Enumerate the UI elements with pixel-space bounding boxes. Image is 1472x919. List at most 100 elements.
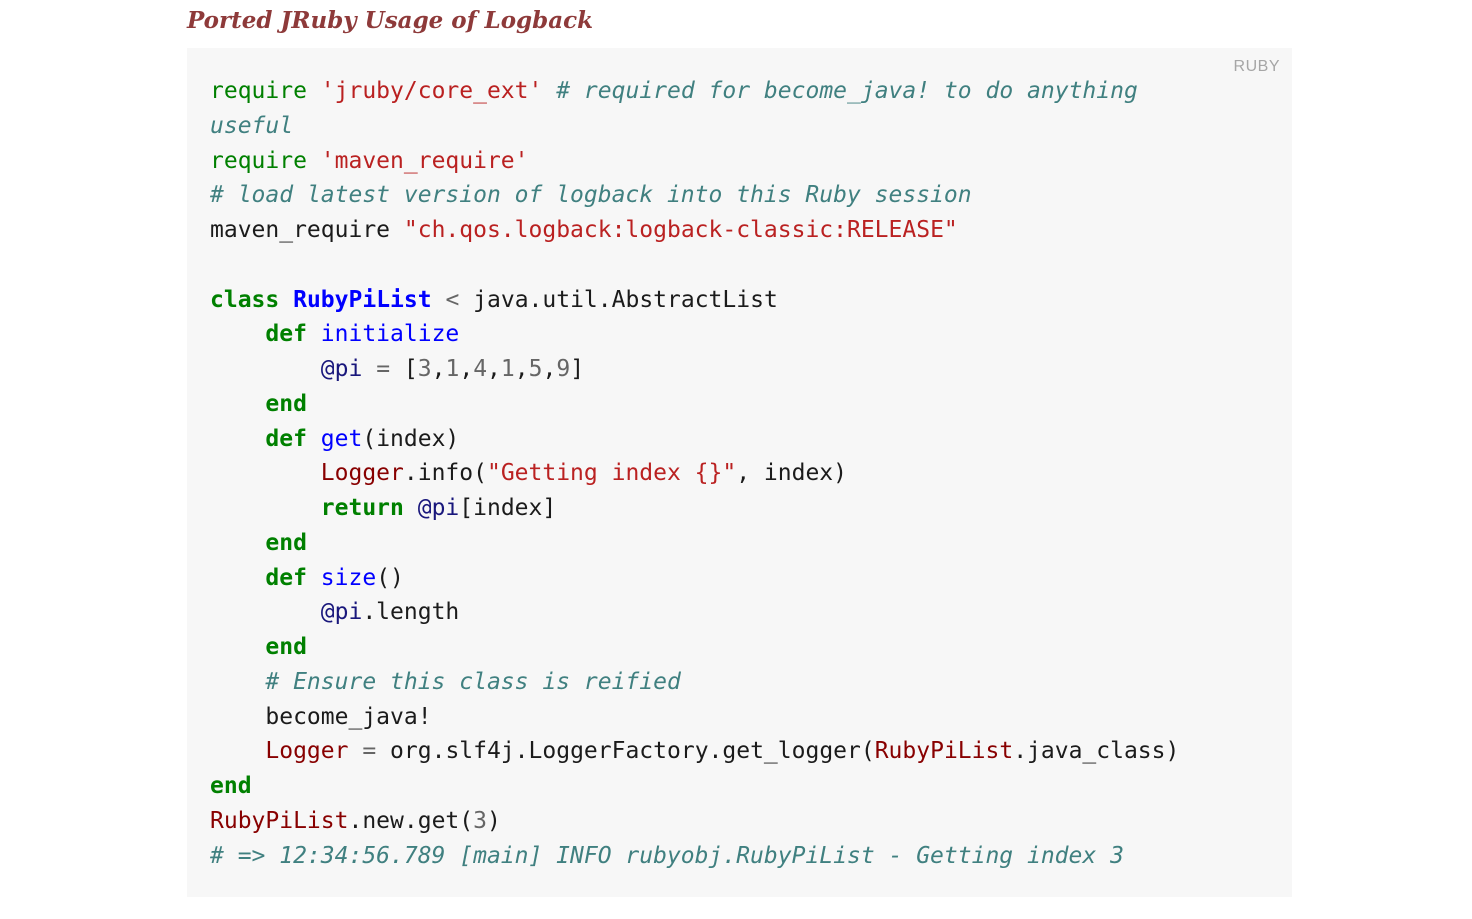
code-token	[542, 78, 556, 104]
code-token	[307, 78, 321, 104]
code-line: maven_require "ch.qos.logback:logback-cl…	[210, 213, 1269, 248]
code-token: ]	[570, 356, 585, 382]
code-line: require 'jruby/core_ext' # required for …	[210, 74, 1269, 109]
code-token: end	[265, 529, 307, 556]
code-token: .java_class)	[1013, 738, 1180, 765]
code-token	[210, 669, 265, 695]
code-token: @pi	[320, 599, 363, 626]
code-token: def	[265, 425, 307, 452]
code-line: # => 12:34:56.789 [main] INFO rubyobj.Ru…	[210, 839, 1269, 874]
code-language-label: RUBY	[1233, 58, 1280, 75]
code-token: =	[376, 356, 391, 382]
code-line: def initialize	[210, 317, 1269, 352]
code-token: org.slf4j.LoggerFactory.get_logger(	[376, 738, 875, 765]
code-token	[404, 495, 418, 521]
code-token: RubyPiList	[210, 807, 349, 834]
code-token: Logger	[320, 460, 404, 487]
code-token: require	[210, 147, 307, 174]
code-token: 3	[417, 356, 432, 382]
code-line: def size()	[210, 561, 1269, 596]
code-token: 3	[473, 807, 487, 834]
code-token: end	[265, 634, 307, 660]
code-token	[432, 287, 446, 313]
code-token: ,	[487, 356, 501, 382]
code-token: @pi	[417, 495, 460, 521]
code-token: useful	[210, 112, 294, 139]
code-token	[279, 287, 293, 313]
code-token	[362, 356, 376, 382]
code-token: , index)	[736, 460, 847, 487]
code-token: get	[320, 425, 363, 452]
code-token: end	[265, 390, 307, 417]
code-token: java.util.AbstractList	[459, 286, 778, 313]
code-token: class	[210, 286, 280, 313]
code-lines: require 'jruby/core_ext' # required for …	[210, 74, 1269, 873]
code-line: class RubyPiList < java.util.AbstractLis…	[210, 283, 1269, 318]
code-line: become_java!	[210, 700, 1269, 735]
code-token: maven_require	[210, 217, 404, 243]
code-token: ()	[376, 564, 404, 591]
code-token	[307, 321, 321, 347]
code-token: <	[445, 286, 460, 313]
code-token: [index]	[459, 495, 557, 521]
code-token	[307, 426, 321, 452]
code-token: size	[320, 564, 377, 591]
code-token	[210, 599, 321, 625]
code-token: 9	[556, 356, 571, 382]
code-line: @pi.length	[210, 595, 1269, 630]
code-line: end	[210, 769, 1269, 804]
code-token: .info(	[403, 460, 487, 487]
code-line: @pi = [3,1,4,1,5,9]	[210, 352, 1269, 387]
code-token: require	[210, 78, 307, 104]
code-token: ,	[459, 356, 474, 382]
code-token: RubyPiList	[874, 738, 1014, 765]
code-token	[210, 530, 265, 556]
code-line	[210, 248, 1269, 283]
code-token: def	[265, 321, 307, 348]
code-token: 'maven_require'	[320, 147, 529, 174]
code-token: 1	[500, 356, 515, 382]
code-line: require 'maven_require'	[210, 144, 1269, 179]
code-token	[210, 391, 265, 417]
code-token: end	[210, 773, 252, 799]
code-token: "Getting index {}"	[486, 460, 737, 487]
code-token: [	[390, 356, 418, 382]
code-token: (index)	[362, 425, 460, 452]
code-token: "ch.qos.logback:logback-classic:RELEASE"	[403, 217, 958, 243]
code-line: RubyPiList.new.get(3)	[210, 804, 1269, 839]
page-title: Ported JRuby Usage of Logback	[187, 7, 594, 34]
code-token	[210, 460, 321, 486]
code-token: ,	[542, 356, 557, 382]
code-token: return	[320, 495, 404, 521]
code-token: 4	[473, 356, 488, 382]
code-token: ,	[514, 356, 529, 382]
code-token: 'jruby/core_ext'	[320, 78, 543, 104]
code-line: Logger = org.slf4j.LoggerFactory.get_log…	[210, 734, 1269, 769]
code-token	[210, 565, 265, 591]
code-token: # Ensure this class is reified	[265, 668, 681, 695]
code-token: become_java!	[210, 703, 432, 730]
code-token: # => 12:34:56.789 [main] INFO rubyobj.Ru…	[210, 842, 1124, 869]
code-token: ,	[431, 356, 446, 382]
code-token: RubyPiList	[293, 286, 432, 313]
code-token	[307, 148, 321, 174]
code-token: .new.get(	[348, 807, 474, 834]
code-token: )	[486, 807, 501, 834]
code-token	[307, 565, 321, 591]
code-line: useful	[210, 109, 1269, 144]
code-token: # required for become_java! to do anythi…	[556, 78, 1138, 104]
code-line: end	[210, 526, 1269, 561]
code-line: end	[210, 630, 1269, 665]
code-token	[348, 738, 362, 764]
code-line: end	[210, 387, 1269, 422]
code-token: 5	[528, 356, 543, 382]
code-token: 1	[445, 356, 460, 382]
code-token	[210, 321, 265, 347]
code-line: # load latest version of logback into th…	[210, 178, 1269, 213]
code-block: RUBY require 'jruby/core_ext' # required…	[187, 48, 1292, 897]
code-token: Logger	[265, 738, 349, 765]
code-token: # load latest version of logback into th…	[210, 182, 972, 209]
code-token	[210, 426, 265, 452]
code-token: @pi	[320, 356, 363, 382]
code-token: def	[265, 564, 307, 591]
